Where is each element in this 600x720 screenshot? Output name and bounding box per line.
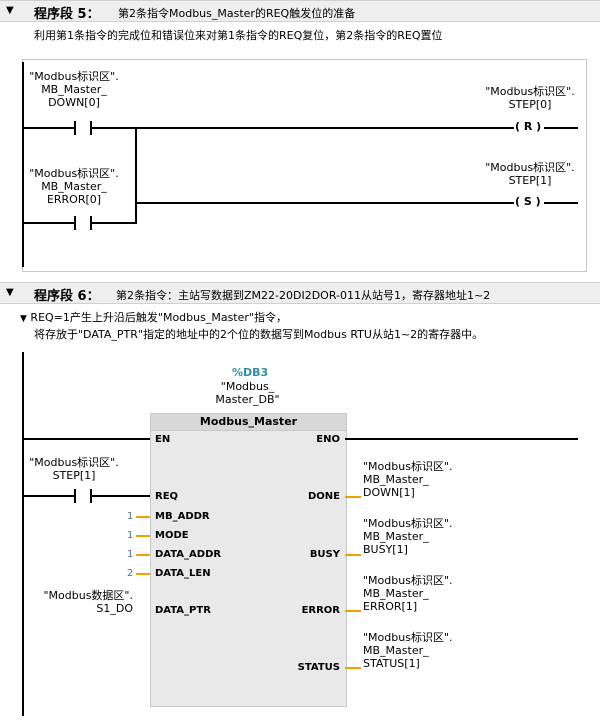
collapse-triangle-icon[interactable]: ▼ xyxy=(6,5,14,16)
network-5-header[interactable]: ▼ 程序段 5： 第2条指令Modbus_Master的REQ触发位的准备 xyxy=(0,0,600,22)
coil-type-s: S xyxy=(523,195,532,208)
contact-down0[interactable] xyxy=(74,121,92,135)
wire xyxy=(92,127,514,129)
pin-mode: MODE xyxy=(155,530,189,541)
input-stub xyxy=(136,516,150,518)
output-stub xyxy=(345,554,361,556)
en-wire xyxy=(24,438,150,440)
network-6-power-rail xyxy=(22,352,24,716)
pin-en: EN xyxy=(155,434,171,445)
reset-coil-step0[interactable]: ( R ) xyxy=(514,120,543,134)
contact-tag-down0: "Modbus标识区". MB_Master_ DOWN[0] xyxy=(29,70,119,109)
modbus-master-block[interactable]: Modbus_Master xyxy=(150,413,347,707)
contact-error0[interactable] xyxy=(74,216,92,230)
const-data-len[interactable]: 2 xyxy=(127,568,134,579)
pin-data-addr: DATA_ADDR xyxy=(155,549,222,560)
network-5-comment: 利用第1条指令的完成位和错误位来对第1条指令的REQ复位，第2条指令的REQ置位 xyxy=(34,29,443,42)
status-operand[interactable]: "Modbus标识区". MB_Master_ STATUS[1] xyxy=(363,631,453,670)
req-contact-tag: "Modbus标识区". STEP[1] xyxy=(29,456,119,482)
input-stub xyxy=(136,573,150,575)
pin-busy: BUSY xyxy=(309,549,340,560)
pin-error: ERROR xyxy=(301,605,340,616)
instance-db-number: %DB3 xyxy=(232,366,269,379)
pin-eno: ENO xyxy=(316,434,340,445)
eno-wire xyxy=(345,438,578,440)
comment-line-1: REQ=1产生上升沿后触发"Modbus_Master"指令， xyxy=(30,311,287,324)
output-stub xyxy=(345,610,361,612)
network-6-title: 第2条指令：主站写数据到ZM22-20DI2DOR-011从站号1，寄存器地址1… xyxy=(116,289,491,302)
coil-type-r: R xyxy=(523,120,533,133)
coil-tag-step1: "Modbus标识区". STEP[1] xyxy=(485,161,575,187)
network-5-title: 第2条指令Modbus_Master的REQ触发位的准备 xyxy=(118,7,356,20)
busy-operand[interactable]: "Modbus标识区". MB_Master_ BUSY[1] xyxy=(363,517,453,556)
output-stub xyxy=(345,496,361,498)
collapse-triangle-icon[interactable]: ▼ xyxy=(6,287,14,298)
contact-step1[interactable] xyxy=(74,489,92,503)
wire xyxy=(544,202,578,204)
network-5-power-rail xyxy=(22,62,24,267)
input-stub xyxy=(136,535,150,537)
comment-collapse-icon[interactable]: ▼ xyxy=(20,314,27,324)
pin-done: DONE xyxy=(307,491,340,502)
wire xyxy=(544,127,578,129)
pin-data-len: DATA_LEN xyxy=(155,568,211,579)
network-6-header[interactable]: ▼ 程序段 6： 第2条指令：主站写数据到ZM22-20DI2DOR-011从站… xyxy=(0,282,600,304)
parallel-branch xyxy=(135,127,137,224)
wire xyxy=(24,127,74,129)
wire xyxy=(92,495,150,497)
wire xyxy=(24,222,74,224)
pin-mb-addr: MB_ADDR xyxy=(155,511,210,522)
block-title: Modbus_Master xyxy=(151,414,346,431)
network-6-label: 程序段 6： xyxy=(34,289,100,304)
comment-line-2: 将存放于"DATA_PTR"指定的地址中的2个位的数据写到Modbus RTU从… xyxy=(34,328,484,341)
data-ptr-operand[interactable]: "Modbus数据区". S1_DO xyxy=(43,589,133,615)
pin-status: STATUS xyxy=(297,662,340,673)
pin-req: REQ xyxy=(155,491,179,502)
coil-tag-step0: "Modbus标识区". STEP[0] xyxy=(485,85,575,111)
const-data-addr[interactable]: 1 xyxy=(127,549,134,560)
network-5-rung-area xyxy=(22,59,587,272)
const-mode[interactable]: 1 xyxy=(127,530,134,541)
network-6-comment: ▼ REQ=1产生上升沿后触发"Modbus_Master"指令， 将存放于"D… xyxy=(20,310,483,342)
error-operand[interactable]: "Modbus标识区". MB_Master_ ERROR[1] xyxy=(363,574,453,613)
wire xyxy=(92,222,136,224)
wire xyxy=(24,495,74,497)
output-stub xyxy=(345,667,361,669)
set-coil-step1[interactable]: ( S ) xyxy=(514,195,542,209)
done-operand[interactable]: "Modbus标识区". MB_Master_ DOWN[1] xyxy=(363,460,453,499)
wire xyxy=(136,202,514,204)
instance-db-name: "Modbus_ Master_DB" xyxy=(215,380,280,406)
network-5-label: 程序段 5： xyxy=(34,7,100,22)
pin-data-ptr: DATA_PTR xyxy=(155,605,211,616)
input-stub xyxy=(136,554,150,556)
const-mb-addr[interactable]: 1 xyxy=(127,511,134,522)
contact-tag-error0: "Modbus标识区". MB_Master_ ERROR[0] xyxy=(29,167,119,206)
